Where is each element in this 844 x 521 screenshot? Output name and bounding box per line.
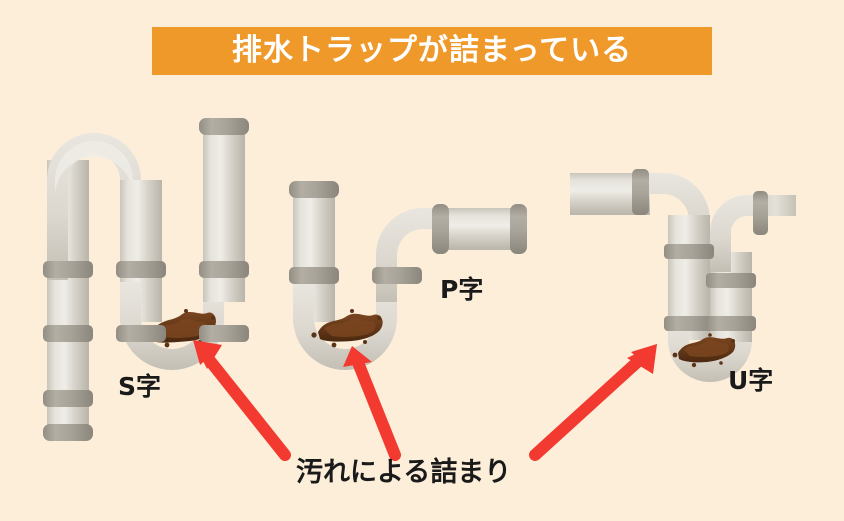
p-trap-collars — [289, 181, 527, 284]
s-trap-top-arch-highlight — [55, 141, 133, 196]
clog-caption: 汚れによる詰まり — [296, 457, 512, 488]
label-u-trap: U字 — [728, 366, 774, 395]
p-trap-elbow-to-horizontal — [376, 208, 470, 302]
s-trap-collars — [43, 118, 249, 441]
u-trap-collars — [632, 169, 768, 331]
arrow-to-s-trap-clog — [193, 340, 291, 461]
u-trap-group — [570, 169, 796, 382]
u-trap-grime — [672, 333, 736, 368]
label-p-trap: P字 — [440, 275, 484, 304]
p-trap-bottom-u-bend — [293, 282, 397, 370]
page-title: 排水トラップが詰まっている — [231, 33, 633, 68]
s-trap-group — [43, 118, 249, 441]
label-s-trap: S字 — [118, 372, 162, 401]
u-trap-right-horizontal-stub — [760, 195, 796, 216]
arrow-to-p-trap-clog — [343, 346, 401, 461]
title-banner: 排水トラップが詰まっている — [152, 27, 712, 75]
arrow-to-u-trap-clog — [529, 344, 657, 461]
p-trap-grime — [311, 309, 383, 348]
p-trap-horizontal-pipe — [440, 208, 520, 250]
p-trap-group — [289, 181, 527, 370]
pointer-arrows — [193, 340, 657, 461]
